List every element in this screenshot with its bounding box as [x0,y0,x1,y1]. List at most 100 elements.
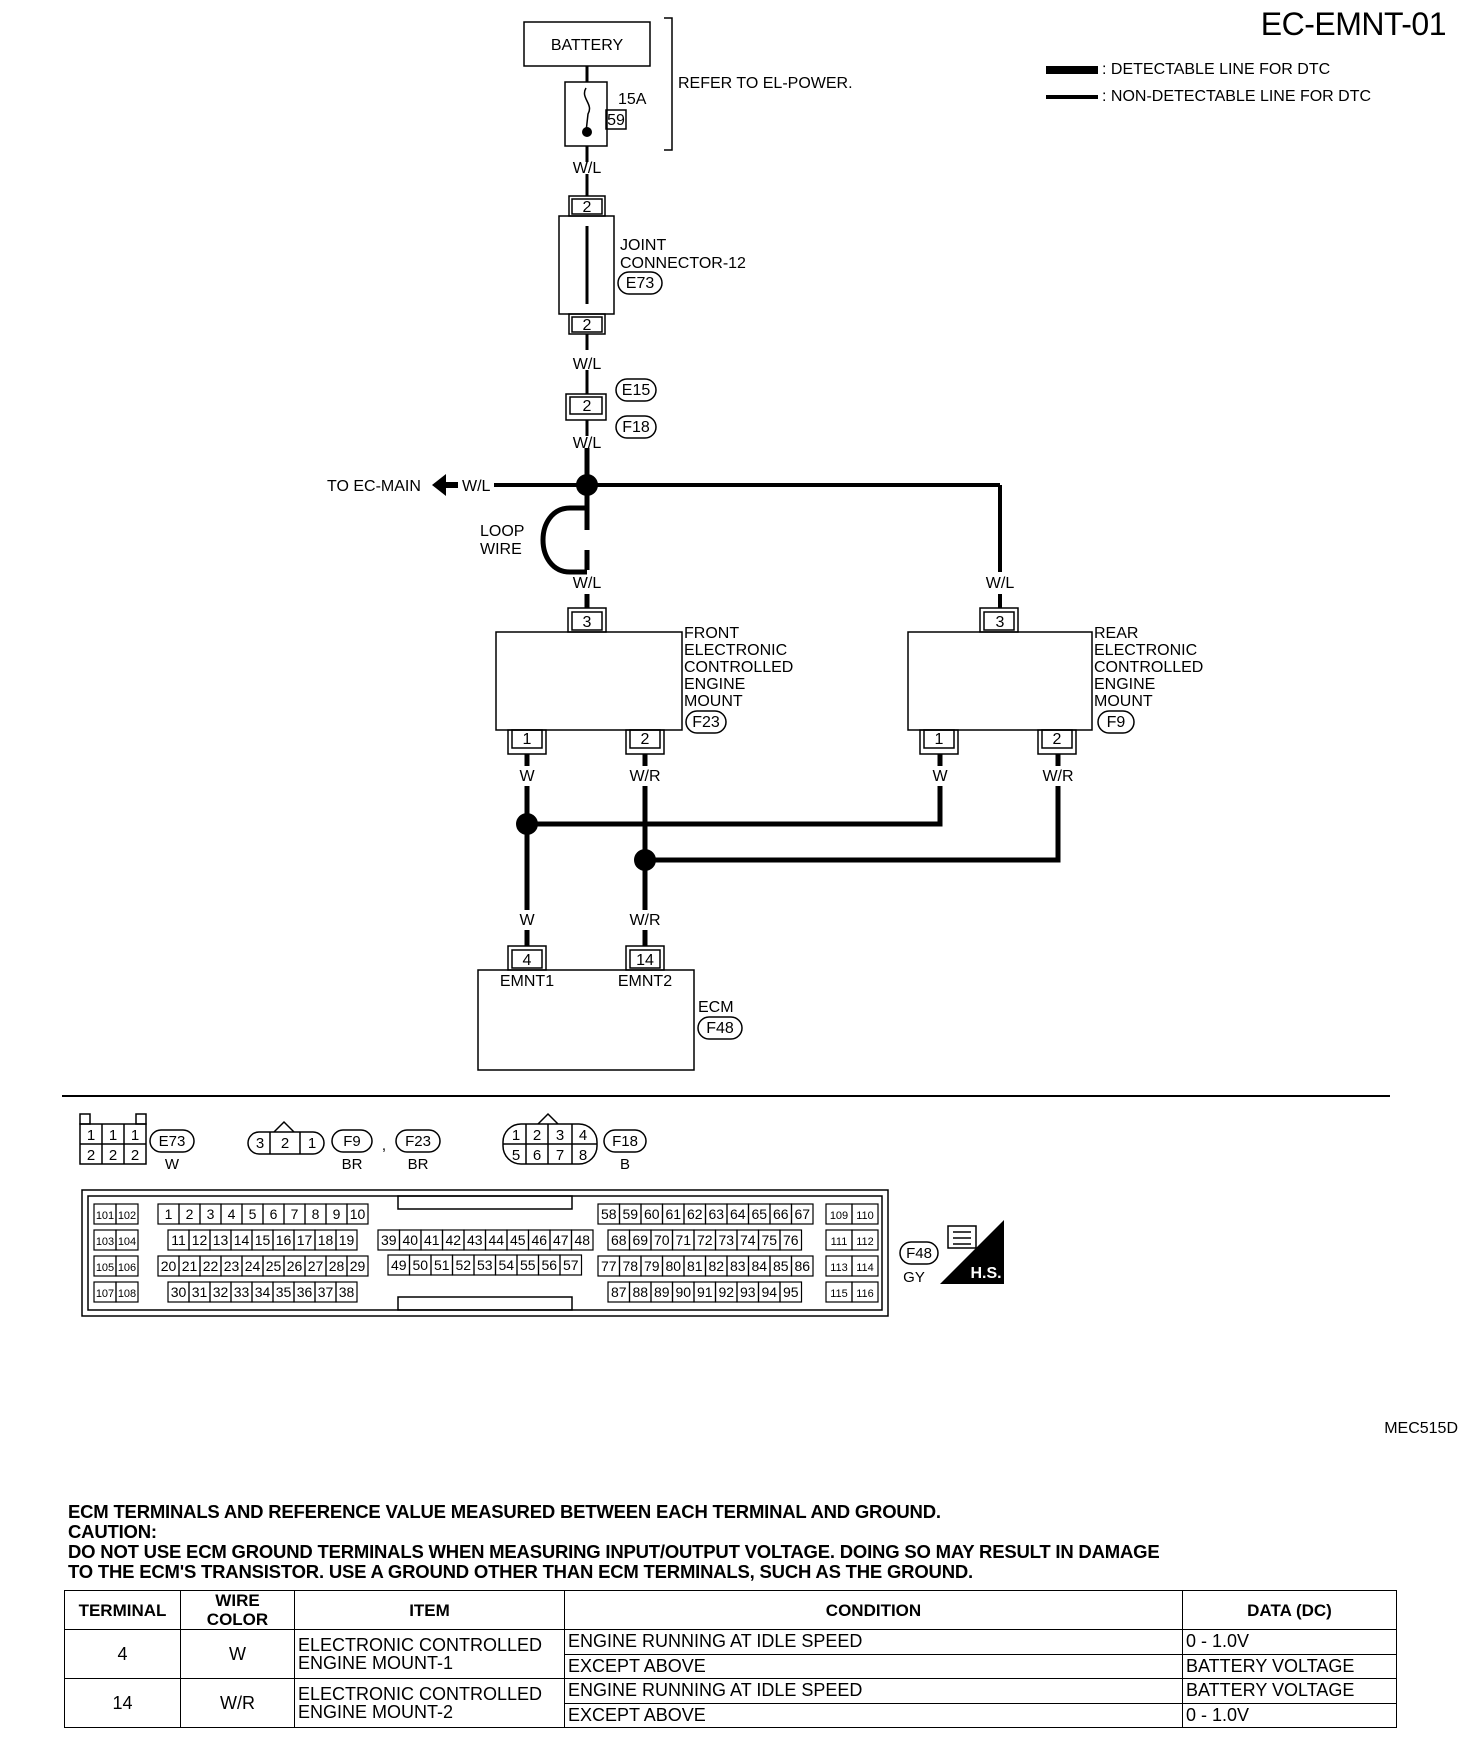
ecm-pin-label: 19 [339,1232,355,1248]
f48-color: GY [903,1269,925,1286]
ecm-pin14-num: 14 [636,952,654,969]
ecm-pin-label: 40 [402,1232,418,1248]
front-label-2: ELECTRONIC [684,642,787,659]
ecm-code-oval [697,1016,743,1040]
wire-label-wl-2: W/L [573,356,602,373]
e73-pin: 2 [131,1147,139,1164]
line-legend: : DETECTABLE LINE FOR DTC : NON-DETECTAB… [1046,56,1371,110]
ecm-pin-label: 63 [708,1206,724,1222]
f18-pin: 4 [579,1127,587,1144]
harness-code-f18: F18 [622,419,650,436]
power-bracket [664,17,673,151]
ecm-pin-label: 73 [718,1232,734,1248]
ecm-pin-label: 89 [654,1284,670,1300]
ecm-pin-label: 5 [249,1206,257,1222]
jc-label-1: JOINT [620,237,666,254]
legend-non-detectable: : NON-DETECTABLE LINE FOR DTC [1046,83,1371,110]
ecm-pin-label: 113 [830,1262,848,1274]
ecm-pin-label: 41 [424,1232,440,1248]
cell-condition: ENGINE RUNNING AT IDLE SPEED [564,1629,1183,1655]
ecm-pin-label: 86 [794,1258,810,1274]
ecm-notes: ECM TERMINALS AND REFERENCE VALUE MEASUR… [68,1502,1408,1582]
refer-el-power: REFER TO EL-POWER. [678,75,853,92]
rear-pin2-num: 2 [1053,731,1062,748]
f18-pin: 7 [556,1147,564,1164]
ecm-pin-label: 85 [773,1258,789,1274]
ecm-pin-label: 114 [856,1262,874,1274]
wire-w-to-rear [527,786,943,827]
e73-pin: 1 [87,1127,95,1144]
ecm-pin-label: 112 [856,1236,874,1248]
f18-pin: 2 [533,1127,541,1144]
loop-wire-label-2: WIRE [480,541,522,558]
ecm-pin-label: 74 [740,1232,756,1248]
item-line-1: ELECTRONIC CONTROLLED [298,1684,543,1704]
ecm-pin-label: 55 [520,1257,536,1273]
wire-wr-to-rear [645,786,1061,863]
e73-pin: 1 [131,1127,139,1144]
ecm-pin-label: 13 [213,1232,229,1248]
col-terminal: TERMINAL [64,1590,181,1630]
cell-wire: W/R [180,1678,295,1728]
ecm-pin-label: 48 [574,1232,590,1248]
notes-heading: ECM TERMINALS AND REFERENCE VALUE MEASUR… [68,1501,941,1522]
cell-condition: EXCEPT ABOVE [564,1653,1183,1679]
table-row: EXCEPT ABOVE BATTERY VOLTAGE [65,1653,1397,1679]
ecm-pin-label: 34 [255,1284,271,1300]
harness-pin-num: 2 [583,398,592,415]
rear-pin1-num: 1 [935,731,944,748]
ecm-pin-cell [346,1255,369,1277]
ecm-pin-label: 101 [96,1210,114,1222]
code-separator: , [382,1137,386,1154]
col-condition: CONDITION [564,1590,1183,1630]
ecm-pin-cell [115,1255,139,1277]
ecm-connector-view [81,1189,939,1317]
ecm-pin-label: 1 [165,1206,173,1222]
col-wire-color: WIRE COLOR [180,1590,295,1630]
ecm-pin-label: 81 [687,1258,703,1274]
splice-wr [634,849,656,871]
wire-label-wl-3: W/L [573,435,602,452]
ecm-pin-label: 84 [751,1258,767,1274]
harness-code-e15: E15 [622,382,651,399]
to-ec-main: TO EC-MAIN [327,478,421,495]
ecm-pin-cell [779,1281,803,1303]
ecm-pin-cell [851,1255,879,1277]
f23-color: BR [408,1156,429,1173]
cell-data: 0 - 1.0V [1182,1629,1397,1655]
ecm-pin-label: 95 [783,1284,799,1300]
connector-view-f9-f23 [247,1120,441,1155]
fuse-number: 59 [607,112,625,129]
ecm-pin-label: 90 [675,1284,691,1300]
ecm-pin-label: 35 [276,1284,292,1300]
cell-terminal: 4 [64,1629,181,1679]
ecm-pin-label: 25 [266,1258,282,1274]
item-line-2: ENGINE MOUNT-1 [298,1653,454,1673]
e73-pin: 2 [87,1147,95,1164]
notes-caution: CAUTION: [68,1521,157,1542]
ecm-pin-label: 2 [186,1206,194,1222]
ecm-pin-label: 82 [708,1258,724,1274]
ecm-pin-label: 60 [644,1206,660,1222]
connector-view-e73 [79,1113,195,1165]
jc-top-pin-num: 2 [583,199,592,216]
f18-oval [615,415,657,439]
front-mount-box [495,631,683,731]
ecm-pin-label: 62 [687,1206,703,1222]
f9-pin: 1 [308,1135,316,1152]
thin-line-swatch [1046,94,1098,99]
ecm-pin-cell [790,1255,814,1277]
ecm-pin-cell [559,1254,583,1276]
ecm-pin-label: 23 [224,1258,240,1274]
rear-label-4: ENGINE [1094,676,1155,693]
front-code-oval [685,710,727,734]
ecm-pin-label: 102 [118,1210,136,1222]
ecm-pin-label: 46 [531,1232,547,1248]
wire-label-w-front: W [519,768,535,785]
rear-label-5: MOUNT [1094,693,1153,710]
cell-data: BATTERY VOLTAGE [1182,1653,1397,1679]
ecm-pin-label: 108 [118,1288,136,1300]
ecm-pin-cell [851,1203,879,1225]
